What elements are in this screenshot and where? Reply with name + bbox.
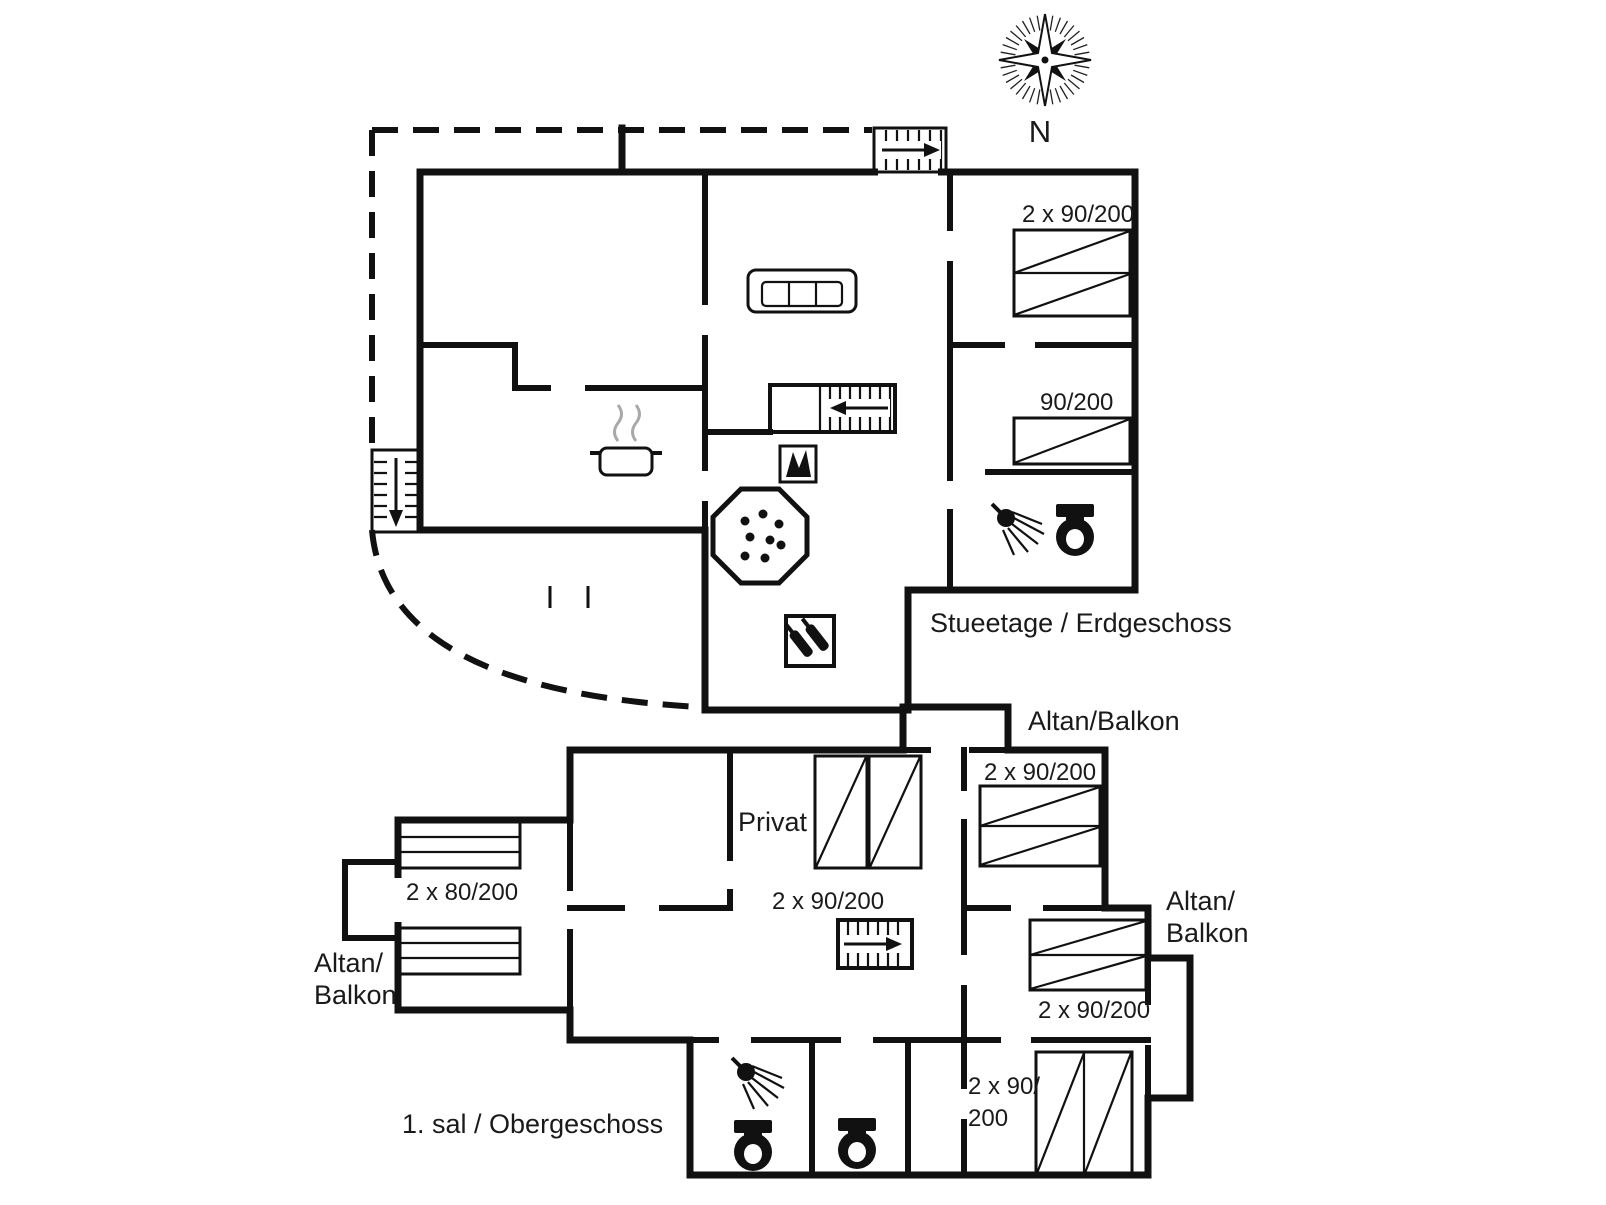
toilet-icon (734, 1120, 772, 1171)
toilet-icon (838, 1118, 876, 1169)
bed-size-label: 2 x 90/ (968, 1073, 1040, 1100)
balcony-label: Altan/ (314, 948, 384, 978)
balcony-door-gap (392, 878, 404, 922)
north-label: N (1029, 114, 1051, 149)
shower-icon (990, 502, 1045, 556)
bed-size-label: 2 x 90/200 (1038, 997, 1150, 1024)
bed-size-label: 90/200 (1040, 389, 1113, 416)
bed-size-label: 2 x 90/200 (1022, 201, 1134, 228)
double-bed-icon (978, 784, 1102, 868)
cooking-pot-icon (590, 404, 662, 477)
single-bed-icon (1012, 416, 1132, 466)
double-bed-icon (1028, 918, 1148, 992)
ground-interior-walls (417, 169, 1138, 593)
cellar-stairs-icon (370, 448, 422, 534)
double-bed-icon (1034, 1050, 1134, 1176)
upper-interior-walls (567, 747, 1151, 1178)
bed-size-label: 2 x 80/200 (406, 879, 518, 906)
privat-room-label: Privat (738, 807, 808, 837)
balcony-label: Altan/Balkon (1028, 706, 1180, 736)
single-bed-icon (813, 754, 869, 870)
double-bed-icon (1012, 228, 1132, 318)
bunk-bed-icon (396, 926, 522, 976)
sofa-icon (746, 268, 858, 314)
bed-size-label: 2 x 90/200 (984, 759, 1096, 786)
staircase-icon (836, 918, 914, 970)
toilet-icon (1056, 504, 1094, 556)
balcony-label: Altan/ (1166, 886, 1236, 916)
whirlpool-icon (710, 486, 810, 586)
terrace-dashed-curve (369, 529, 701, 710)
terrace-door-marks (548, 586, 590, 608)
interior-stairs-icon (768, 383, 897, 434)
balcony-label: Balkon (314, 980, 397, 1010)
bed-size-label: 200 (968, 1105, 1008, 1132)
ground-floor-plan: 2 x 90/200 90/200 (369, 124, 1232, 714)
fireplace-icon (778, 444, 818, 484)
balcony-label: Balkon (1166, 918, 1249, 948)
shower-icon (730, 1056, 785, 1110)
left-balcony-outline (342, 859, 401, 941)
entrance-stairs-icon (872, 126, 948, 174)
upper-floor-caption: 1. sal / Obergeschoss (402, 1109, 663, 1139)
bunk-bed-icon (396, 820, 522, 870)
upper-exterior-walls (394, 703, 1194, 1179)
compass-rose-icon (998, 13, 1092, 107)
upper-floor-plan: 2 x 80/200 Privat 2 x 90/200 2 x 90/200 … (314, 703, 1249, 1179)
ground-floor-caption: Stueetage / Erdgeschoss (930, 608, 1232, 638)
single-bed-icon (867, 754, 923, 870)
bottle-rack-icon (784, 614, 836, 668)
bed-size-label: 2 x 90/200 (772, 888, 884, 915)
